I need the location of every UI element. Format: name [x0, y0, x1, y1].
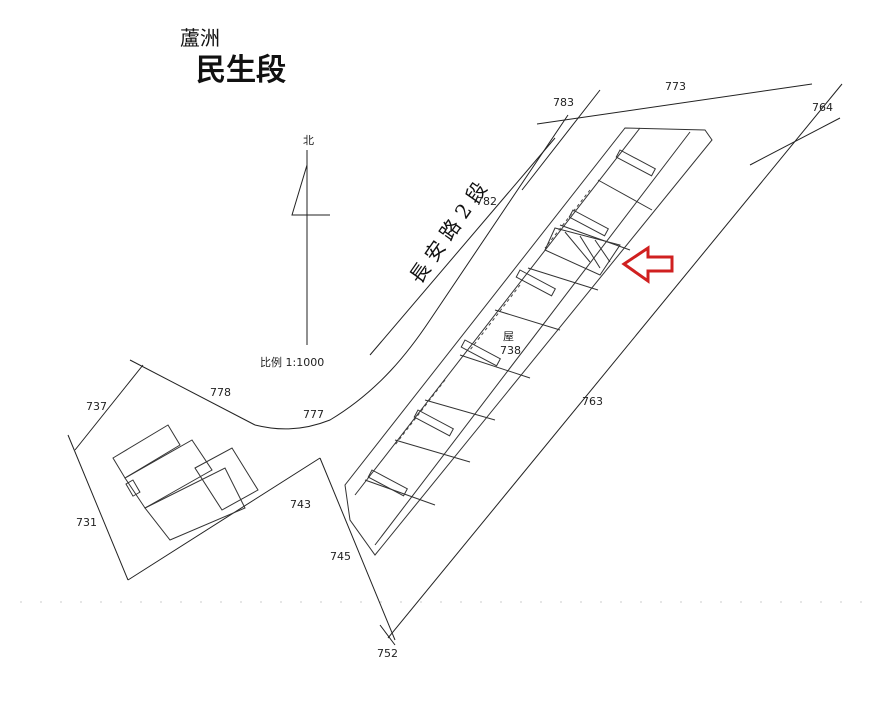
parcel-764: 764 [812, 101, 833, 114]
parcel-773: 773 [665, 80, 686, 93]
parcel-boundaries [67, 83, 843, 646]
building-mark: 屋 [503, 330, 514, 343]
red-arrow-icon [621, 245, 674, 284]
left-building [112, 424, 259, 541]
district-title: 蘆洲 [180, 26, 220, 50]
scale-label: 比例 1:1000 [260, 355, 324, 369]
parcel-778: 778 [210, 386, 231, 399]
parcel-738: 738 [500, 344, 521, 357]
parcel-743: 743 [290, 498, 311, 511]
north-label: 北 [303, 134, 314, 147]
section-title: 民生段 [196, 53, 286, 88]
parcel-731: 731 [76, 516, 97, 529]
parcel-745: 745 [330, 550, 351, 563]
parcel-782: 782 [476, 195, 497, 208]
parcel-763: 763 [582, 395, 603, 408]
parcel-752: 752 [377, 647, 398, 660]
parcel-777: 777 [303, 408, 324, 421]
north-arrow-icon [291, 150, 330, 345]
parcel-737: 737 [86, 400, 107, 413]
road-name: 長 安 路 2 段 [404, 177, 491, 288]
parcel-783: 783 [553, 96, 574, 109]
building-row [344, 127, 713, 556]
